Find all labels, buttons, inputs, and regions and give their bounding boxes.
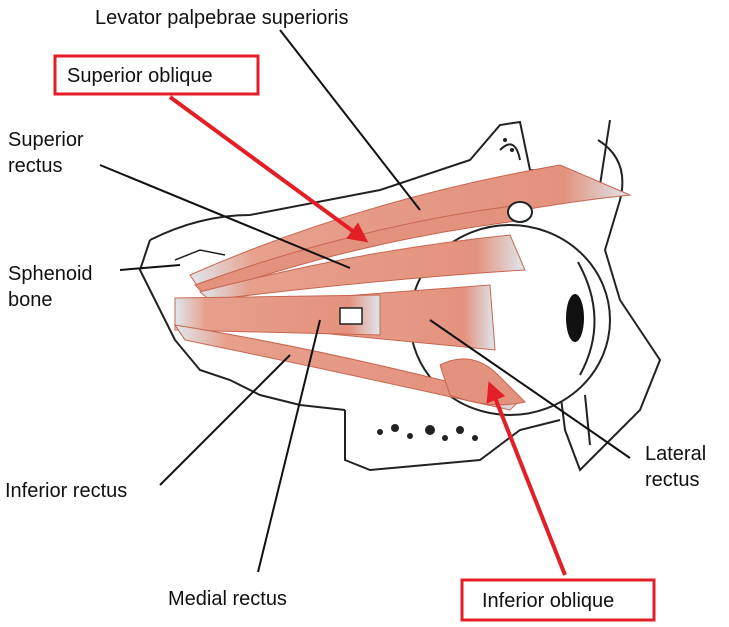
label-superior-oblique: Superior oblique [67, 65, 213, 87]
label-superior-rectus-line1: Superior [8, 129, 84, 151]
superior-rectus-muscle [198, 234, 526, 301]
muscles [173, 164, 632, 411]
label-sphenoid-line1: Sphenoid [8, 263, 93, 285]
label-sphenoid-line2: bone [8, 289, 53, 311]
label-lateral-rectus-line1: Lateral [645, 443, 706, 465]
orbit-bone [138, 119, 662, 472]
label-lateral-rectus-line2: rectus [645, 469, 699, 491]
label-superior-rectus-line2: rectus [8, 155, 62, 177]
inferior-oblique-box [460, 578, 656, 622]
label-inferior-rectus: Inferior rectus [5, 480, 127, 502]
foramina [377, 138, 514, 441]
leader-lines [99, 29, 631, 573]
label-levator: Levator palpebrae superioris [95, 7, 349, 29]
inferior-rectus-muscle [173, 324, 521, 411]
trochlea-pulley [507, 201, 533, 223]
trochlea [339, 307, 363, 325]
highlight-arrows [168, 95, 567, 576]
medial-rectus-muscle [174, 294, 381, 336]
superior-oblique-box [53, 54, 260, 96]
label-medial-rectus: Medial rectus [168, 588, 287, 610]
label-inferior-oblique: Inferior oblique [482, 590, 614, 612]
